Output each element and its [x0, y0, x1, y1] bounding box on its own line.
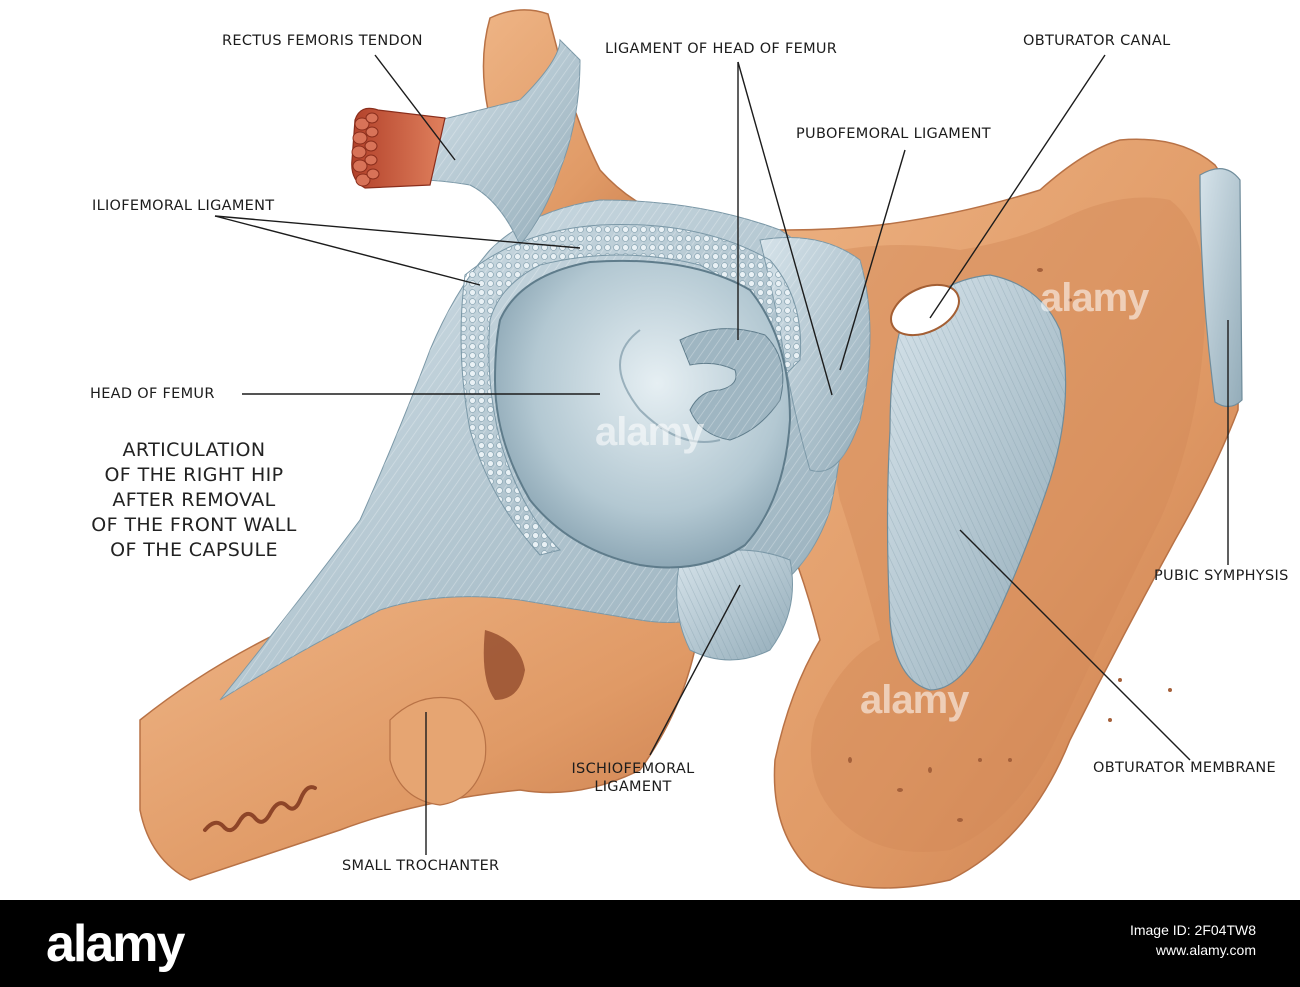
leader-iliofemoral-1	[214, 215, 581, 249]
label-ligament-head-femur: LIGAMENT OF HEAD OF FEMUR	[605, 41, 838, 57]
femur-groove	[483, 630, 525, 700]
pubic-symphysis-cartilage	[1199, 168, 1243, 408]
leader-pubofemoral	[839, 149, 906, 371]
leader-rectus-femoris	[374, 54, 456, 161]
ischiofemoral-fibers	[676, 550, 793, 660]
leader-obturator-membrane	[959, 529, 1191, 761]
title-line-1: ARTICULATION	[122, 439, 266, 461]
bone-texture-pits	[848, 268, 1172, 822]
hip-joint-illustration	[139, 9, 1243, 889]
label-ischiofemoral-ligament: ISCHIOFEMORAL LIGAMENT	[571, 761, 695, 795]
obturator-canal-opening	[890, 283, 960, 337]
label-rectus-femoris-tendon: RECTUS FEMORIS TENDON	[222, 33, 423, 49]
title-line-2: OF THE RIGHT HIP	[104, 464, 284, 486]
rectus-tendon-fibers	[420, 40, 580, 245]
site-url[interactable]: www.alamy.com	[1155, 942, 1256, 958]
label-obturator-canal: OBTURATOR CANAL	[1023, 33, 1171, 49]
label-pubic-symphysis: PUBIC SYMPHYSIS	[1154, 568, 1289, 584]
acetabular-labrum	[460, 223, 802, 556]
alamy-logo[interactable]: alamy	[46, 915, 185, 973]
label-small-trochanter: SMALL TROCHANTER	[342, 858, 500, 874]
lesser-trochanter	[389, 696, 487, 806]
leader-lines	[214, 54, 1229, 855]
footer-bar: alamy Image ID: 2F04TW8 www.alamy.com	[0, 900, 1300, 987]
label-obturator-membrane: OBTURATOR MEMBRANE	[1093, 760, 1277, 776]
watermark-2: alamy	[1040, 276, 1149, 320]
leader-obturator-canal	[929, 54, 1106, 319]
fovea-fibers	[680, 328, 783, 440]
leader-iliofemoral-2	[214, 215, 481, 286]
leader-ligament-head-2	[737, 61, 833, 396]
leader-ischiofemoral	[649, 584, 741, 756]
intertrochanteric-line	[203, 785, 317, 833]
watermark-1: alamy	[595, 410, 704, 454]
diagram-title: ARTICULATION OF THE RIGHT HIP AFTER REMO…	[60, 438, 328, 563]
label-pubofemoral-ligament: PUBOFEMORAL LIGAMENT	[796, 126, 991, 142]
diagram-canvas: alamy alamy alamy RECTUS FEMORIS TENDON …	[60, 9, 1289, 889]
label-iliofemoral-ligament: ILIOFEMORAL LIGAMENT	[92, 198, 275, 214]
fovea-curl	[619, 329, 721, 443]
muscle-fiber-ends	[351, 112, 380, 187]
title-line-5: OF THE CAPSULE	[110, 539, 278, 561]
title-line-3: AFTER REMOVAL	[112, 489, 276, 511]
image-id-label: Image ID: 2F04TW8	[1129, 922, 1256, 938]
image-id-block: Image ID: 2F04TW8 www.alamy.com	[1130, 920, 1256, 960]
title-line-4: OF THE FRONT WALL	[91, 514, 297, 536]
label-head-of-femur: HEAD OF FEMUR	[90, 386, 215, 402]
watermark-3: alamy	[860, 678, 969, 722]
obturator-membrane-fibers	[887, 275, 1066, 690]
